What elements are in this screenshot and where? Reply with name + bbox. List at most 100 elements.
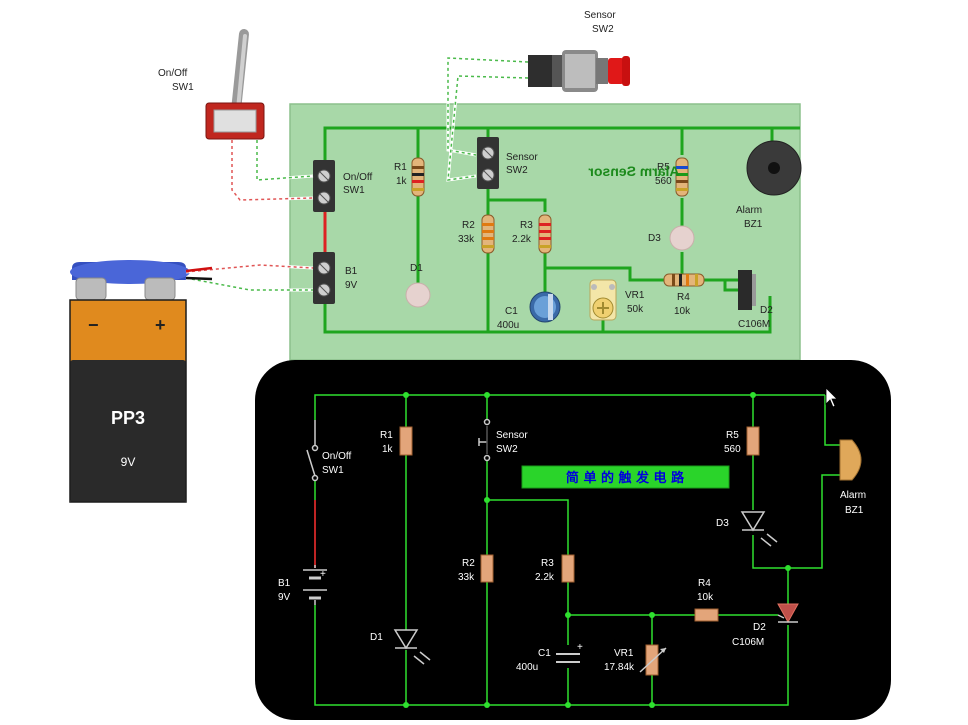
board-label-b1-b: 9V — [345, 280, 358, 291]
schematic-panel — [255, 360, 891, 720]
schematic-switch-sw2 — [478, 418, 491, 462]
sch-label-r5-a: R5 — [726, 430, 739, 441]
toggle-switch-sw1[interactable] — [205, 29, 265, 140]
sensor-label-line1: Sensor — [584, 10, 616, 21]
board-label-r2-b: 33k — [458, 234, 475, 245]
board-label-r5-a: R5 — [657, 162, 670, 173]
battery-pp3 — [69, 260, 190, 503]
board-label-group: On/Off SW1 B1 9V Sensor SW2 R1 1k R2 33k… — [343, 152, 773, 331]
board-title: Alarm Sensor — [588, 163, 680, 179]
schematic-resistor-r4 — [694, 608, 719, 622]
sch-label-r3-a: R3 — [541, 558, 554, 569]
schematic-scr-d2 — [777, 603, 799, 624]
board-label-r5-b: 560 — [655, 176, 672, 187]
board-buzzer — [746, 140, 802, 196]
board-label-vr1-a: VR1 — [625, 290, 645, 301]
sch-label-r3-b: 2.2k — [535, 572, 555, 583]
board-resistor-r1 — [411, 157, 425, 197]
board-label-d3: D3 — [648, 233, 661, 244]
board-label-bz-b: BZ1 — [744, 219, 763, 230]
board-label-r3-b: 2.2k — [512, 234, 532, 245]
board-led-d3 — [669, 225, 695, 251]
schematic-switch-sw1 — [306, 420, 319, 482]
mouse-cursor-icon — [825, 387, 838, 408]
schematic-resistor-r5 — [746, 426, 760, 456]
board-led-d1 — [405, 282, 431, 308]
board-label-d2-b: C106M — [738, 319, 770, 330]
sch-label-sw2-b: SW2 — [496, 444, 518, 455]
sch-label-d2-a: D2 — [753, 622, 766, 633]
board-resistor-r2 — [481, 214, 495, 254]
schematic-pot-vr1 — [639, 644, 667, 676]
schematic-buzzer-bz1 — [839, 439, 862, 481]
sch-label-vr1-b: 17.84k — [604, 662, 635, 673]
board-label-bz-a: Alarm — [736, 205, 762, 216]
board-label-vr1-b: 50k — [627, 304, 644, 315]
board-label-sw1-a: On/Off — [343, 172, 372, 183]
terminal-sw1 — [313, 160, 335, 212]
sch-label-b1-b: 9V — [278, 592, 291, 603]
sch-label-r1-a: R1 — [380, 430, 393, 441]
board-label-d2-a: D2 — [760, 305, 773, 316]
board-label-c1-a: C1 — [505, 306, 518, 317]
battery-minus: − — [88, 315, 99, 335]
sch-label-sw2-a: Sensor — [496, 430, 528, 441]
terminal-b1 — [313, 252, 335, 304]
board-label-sw2-a: Sensor — [506, 152, 538, 163]
board-label-r3-a: R3 — [520, 220, 533, 231]
sch-label-bz-a: Alarm — [840, 490, 866, 501]
sch-label-r1-b: 1k — [382, 444, 394, 455]
sch-label-d2-b: C106M — [732, 637, 764, 648]
board-capacitor-c1 — [529, 291, 561, 323]
sch-label-r5-b: 560 — [724, 444, 741, 455]
sch-label-vr1-a: VR1 — [614, 648, 634, 659]
sch-label-bz-b: BZ1 — [845, 505, 864, 516]
schematic-junctions — [403, 392, 791, 708]
title-banner-text: 简 单 的 触 发 电 路 — [566, 470, 685, 486]
schematic-led-d1 — [393, 629, 431, 665]
sch-label-sw1-b: SW1 — [322, 465, 344, 476]
sch-label-r4-a: R4 — [698, 578, 711, 589]
schematic-resistor-r1 — [399, 426, 413, 456]
schematic-label-group: On/Off SW1 B1 9V + R1 1k Sensor SW2 R2 3… — [278, 430, 866, 673]
board-label-r1-a: R1 — [394, 162, 407, 173]
board-scr-d2 — [738, 270, 756, 310]
board-resistor-r3 — [538, 214, 552, 254]
schematic-resistor-r2 — [480, 554, 494, 583]
board-label-sw1-b: SW1 — [343, 185, 365, 196]
sch-label-c1-plus: + — [577, 642, 583, 653]
sch-label-sw1-a: On/Off — [322, 451, 351, 462]
battery-voltage: 9V — [121, 455, 136, 469]
push-button-sw2[interactable] — [528, 50, 630, 92]
board-label-sw2-b: SW2 — [506, 165, 528, 176]
board-label-r1-b: 1k — [396, 176, 408, 187]
board-resistor-r4 — [663, 273, 705, 287]
sch-label-c1-b: 400u — [516, 662, 538, 673]
toggle-label-line1: On/Off — [158, 68, 187, 79]
battery-plus: + — [155, 315, 166, 335]
terminal-sw2 — [477, 137, 499, 189]
sch-label-plus: + — [320, 569, 326, 580]
title-banner — [521, 465, 730, 489]
sch-label-r4-b: 10k — [697, 592, 714, 603]
sch-label-d1: D1 — [370, 632, 383, 643]
board-resistor-r5 — [675, 157, 689, 197]
schematic-resistor-r3 — [561, 554, 575, 583]
toggle-label-line2: SW1 — [172, 82, 194, 93]
schematic-battery-b1 — [303, 565, 327, 605]
sch-label-r2-b: 33k — [458, 572, 475, 583]
board-label-b1-a: B1 — [345, 266, 358, 277]
board-label-r2-a: R2 — [462, 220, 475, 231]
schematic-wires — [314, 394, 840, 706]
sch-label-b1-a: B1 — [278, 578, 291, 589]
sch-label-d3: D3 — [716, 518, 729, 529]
board-label-c1-b: 400u — [497, 320, 519, 331]
sch-label-c1-a: C1 — [538, 648, 551, 659]
board-label-r4-a: R4 — [677, 292, 690, 303]
sensor-label-line2: SW2 — [592, 24, 614, 35]
schematic-capacitor-c1 — [556, 653, 580, 663]
board-label-r4-b: 10k — [674, 306, 691, 317]
schematic-led-d3 — [740, 511, 778, 547]
battery-model: PP3 — [111, 408, 145, 428]
